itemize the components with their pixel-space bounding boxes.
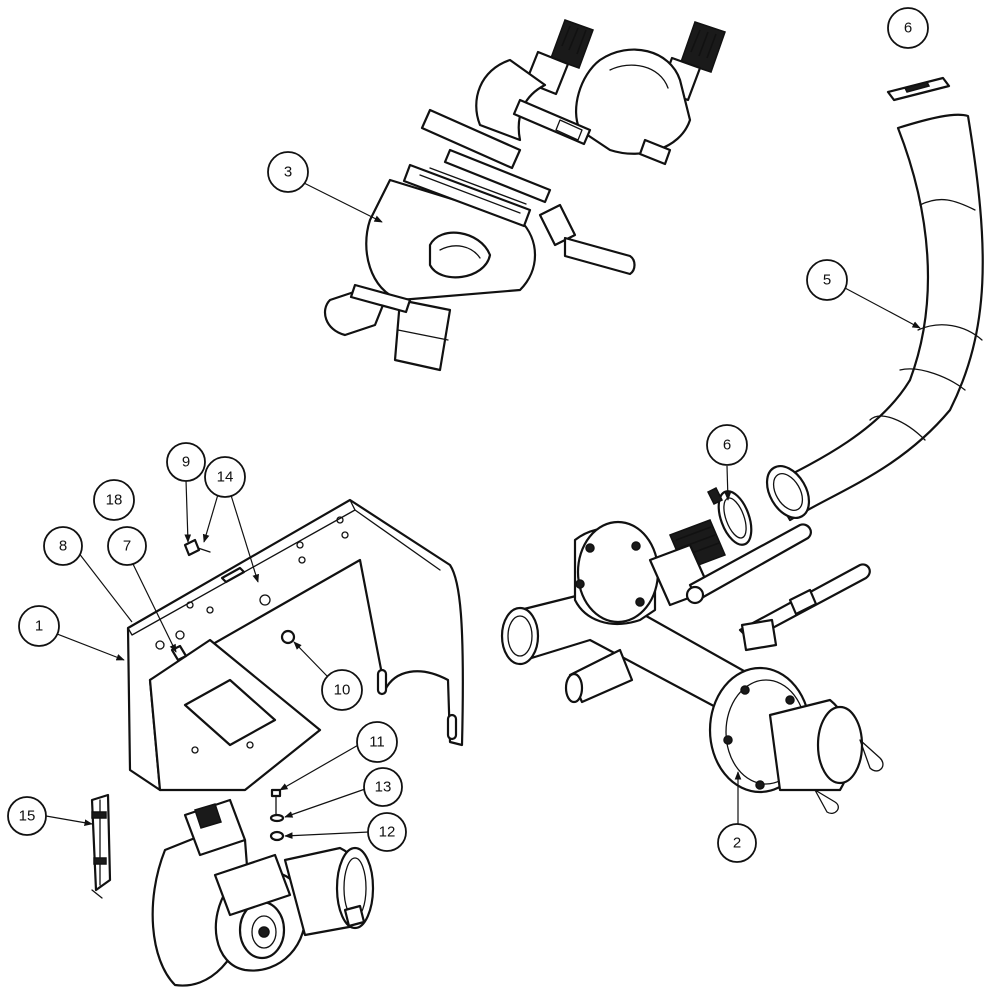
elbow-left bbox=[475, 58, 547, 142]
callout-9: 9 bbox=[166, 442, 206, 482]
callout-3: 3 bbox=[267, 151, 309, 193]
hose-clamp-top bbox=[886, 76, 951, 102]
latch bbox=[90, 793, 112, 899]
callout-label: 2 bbox=[733, 835, 741, 852]
callout-label: 13 bbox=[375, 779, 392, 796]
suction-hose bbox=[765, 113, 984, 522]
callout-8: 8 bbox=[43, 526, 83, 566]
callout-label: 14 bbox=[217, 469, 234, 486]
callout-label: 3 bbox=[284, 164, 292, 181]
callout-15: 15 bbox=[7, 796, 47, 836]
callout-label: 10 bbox=[334, 682, 351, 699]
callout-5: 5 bbox=[806, 259, 848, 301]
valve-manifold-assembly bbox=[323, 19, 726, 372]
pump-housing bbox=[151, 798, 375, 987]
callout-7: 7 bbox=[107, 526, 147, 566]
callout-label: 7 bbox=[123, 538, 131, 555]
callout-13: 13 bbox=[363, 767, 403, 807]
callout-6-top: 6 bbox=[887, 7, 929, 49]
hardware-bolts bbox=[170, 538, 296, 842]
callout-label: 6 bbox=[723, 437, 731, 454]
mounting-bracket bbox=[126, 498, 464, 792]
callout-label: 8 bbox=[59, 538, 67, 555]
callout-18: 18 bbox=[93, 479, 135, 521]
callout-label: 18 bbox=[106, 492, 123, 509]
callout-14: 14 bbox=[204, 456, 246, 498]
callout-label: 15 bbox=[19, 808, 36, 825]
callout-label: 9 bbox=[182, 454, 190, 471]
hose-clamp-ring bbox=[706, 486, 753, 546]
callout-2: 2 bbox=[717, 823, 757, 863]
callout-label: 11 bbox=[369, 734, 385, 751]
callout-label: 5 bbox=[823, 272, 831, 289]
leader-lines bbox=[45, 181, 921, 839]
callout-11: 11 bbox=[356, 721, 398, 763]
callout-1: 1 bbox=[18, 605, 60, 647]
callout-label: 1 bbox=[35, 618, 43, 635]
discharge-manifold bbox=[500, 519, 884, 814]
callout-12: 12 bbox=[367, 812, 407, 852]
callout-label: 12 bbox=[379, 824, 396, 841]
callout-10: 10 bbox=[321, 669, 363, 711]
callout-6-mid: 6 bbox=[706, 424, 748, 466]
callout-label: 6 bbox=[904, 20, 912, 37]
